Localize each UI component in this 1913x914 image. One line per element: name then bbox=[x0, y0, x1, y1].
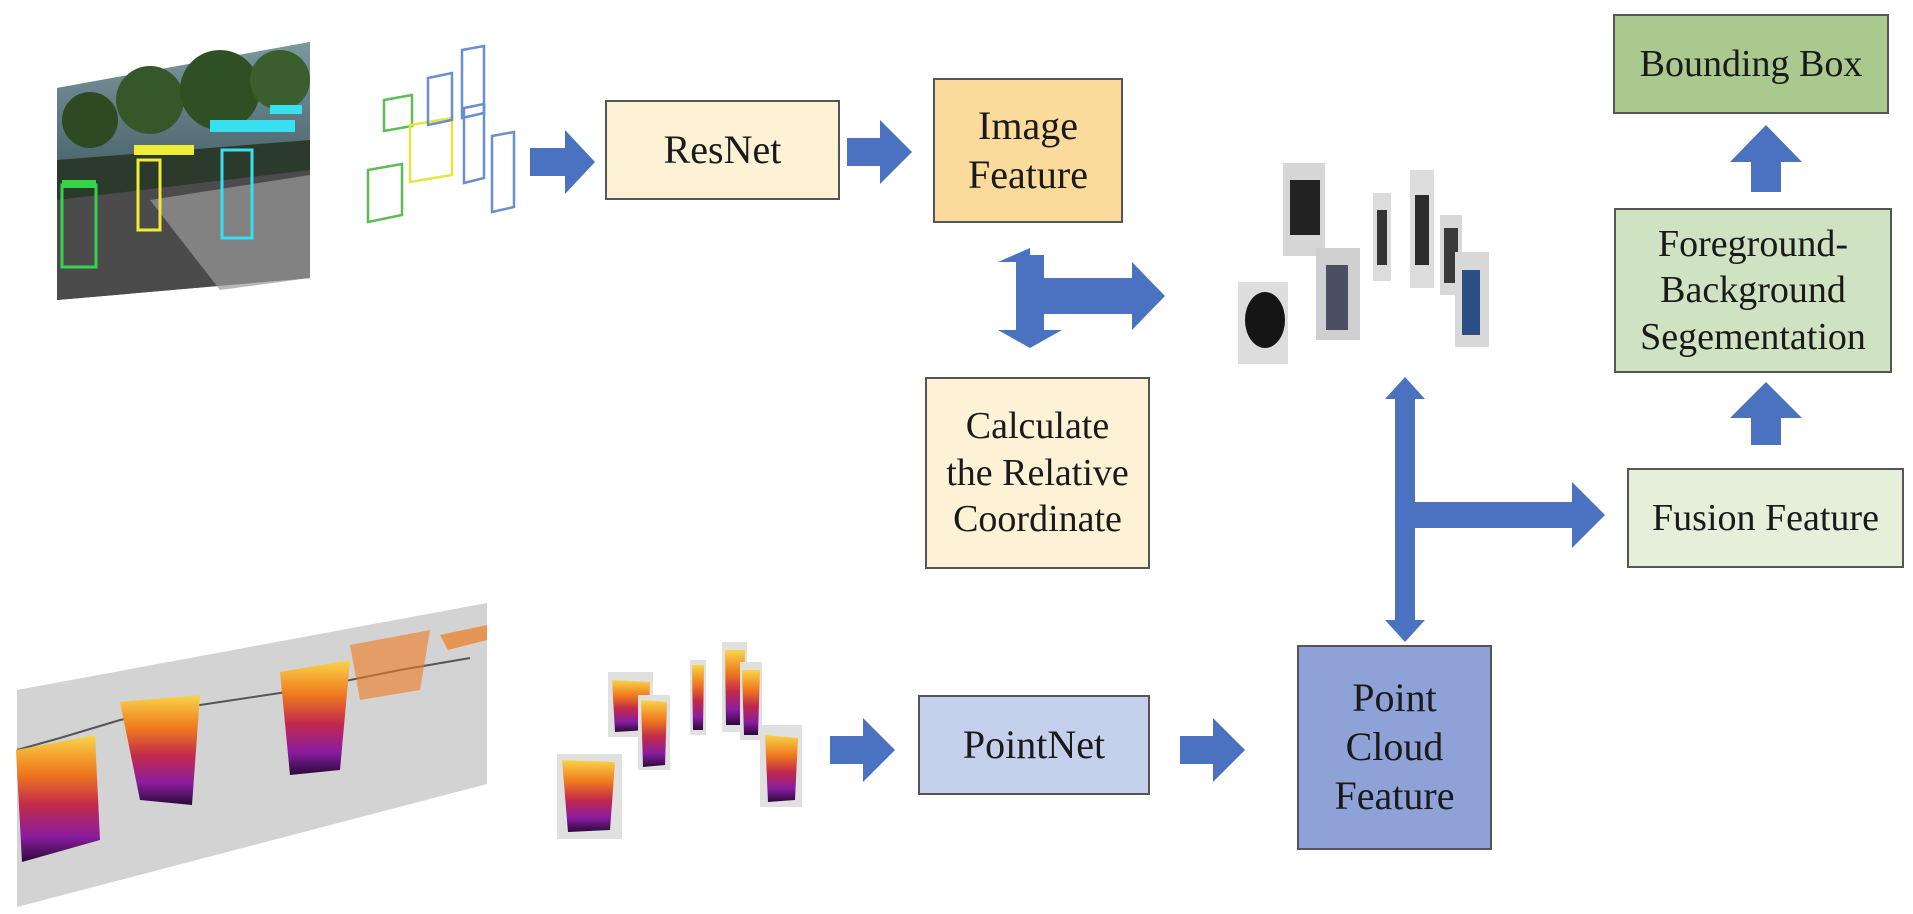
bounding-box-label: Bounding Box bbox=[1639, 42, 1863, 85]
image-feature-line-2: Feature bbox=[968, 151, 1088, 197]
arrow-pc-feature-junction bbox=[1385, 377, 1605, 642]
relative-coordinate-line-1: Calculate bbox=[965, 405, 1110, 448]
arrow-up-to-bbox bbox=[1730, 125, 1802, 192]
object-crops bbox=[1238, 163, 1489, 364]
point-cloud-feature-line-1: Point bbox=[1352, 675, 1437, 721]
camera-image bbox=[57, 42, 310, 300]
fusion-feature-box: Fusion Feature bbox=[1627, 468, 1904, 568]
resnet-box: ResNet bbox=[605, 100, 840, 200]
image-feature-line-1: Image bbox=[978, 102, 1078, 148]
point-cloud-feature-box: Point Cloud Feature bbox=[1297, 645, 1492, 850]
pointnet-label: PointNet bbox=[962, 721, 1106, 767]
fusion-feature-label: Fusion Feature bbox=[1652, 496, 1879, 539]
arrow-pointnet-to-pc-feature bbox=[1180, 718, 1245, 782]
segmentation-line-3: Segementation bbox=[1640, 315, 1866, 358]
point-cloud-feature-line-2: Cloud bbox=[1345, 724, 1444, 770]
flow-arrows bbox=[530, 120, 1802, 782]
point-cloud-feature-line-3: Feature bbox=[1334, 772, 1455, 818]
arrow-resnet-to-image-feature bbox=[847, 120, 912, 184]
arrow-up-to-segmentation bbox=[1730, 382, 1802, 445]
segmentation-line-1: Foreground- bbox=[1658, 222, 1848, 265]
detection-box-outlines bbox=[366, 44, 516, 224]
segmentation-box: Foreground- Background Segementation bbox=[1614, 208, 1892, 373]
relative-coordinate-line-3: Coordinate bbox=[953, 498, 1122, 541]
arrow-boxes-to-resnet bbox=[530, 130, 595, 194]
lidar-scene bbox=[16, 603, 487, 907]
bounding-box-box: Bounding Box bbox=[1613, 14, 1889, 114]
point-cloud-crops bbox=[557, 642, 802, 839]
pointnet-box: PointNet bbox=[918, 695, 1150, 795]
image-feature-box: Image Feature bbox=[933, 78, 1123, 223]
arrow-image-coord-cross bbox=[998, 248, 1165, 348]
arrow-pointcloud-to-pointnet bbox=[830, 718, 895, 782]
relative-coordinate-box: Calculate the Relative Coordinate bbox=[925, 377, 1150, 569]
relative-coordinate-line-2: the Relative bbox=[946, 451, 1129, 494]
resnet-label: ResNet bbox=[663, 126, 782, 172]
segmentation-line-2: Background bbox=[1660, 269, 1846, 312]
